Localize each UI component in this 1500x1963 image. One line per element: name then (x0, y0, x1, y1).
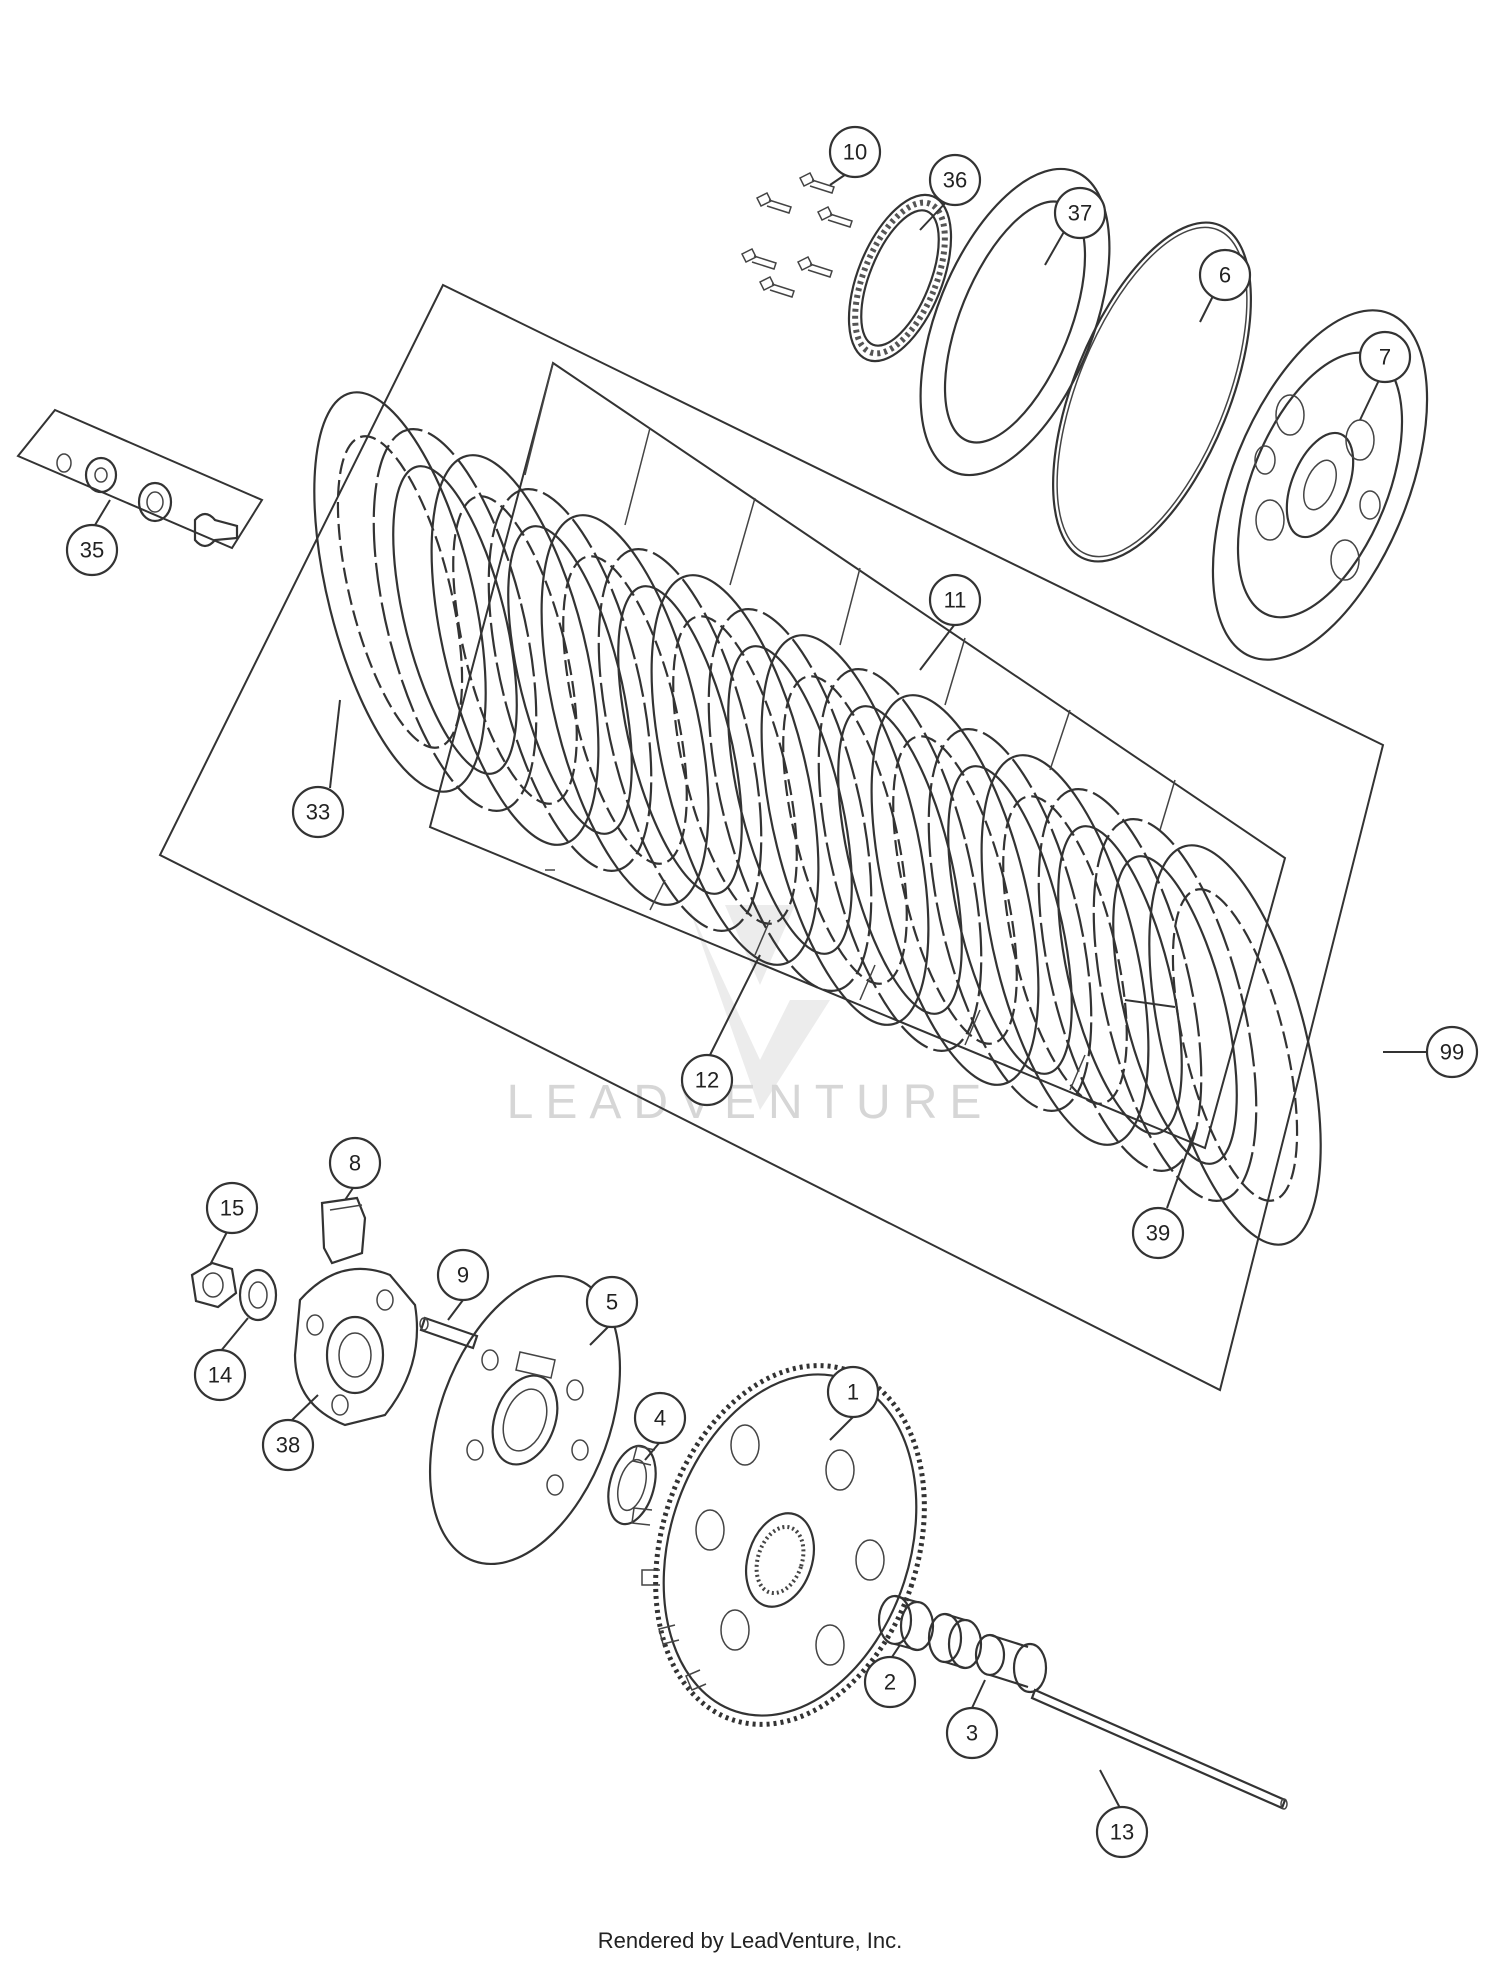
part-15-nut (190, 1261, 238, 1309)
callout-12: 12 (680, 1053, 734, 1107)
part-35-components (56, 453, 239, 548)
part-9-pin (419, 1316, 479, 1350)
callout-13: 13 (1095, 1805, 1149, 1859)
callout-6-label: 6 (1219, 263, 1231, 288)
callout-9-label: 9 (457, 1263, 469, 1288)
callout-37-label: 37 (1068, 201, 1092, 226)
watermark: LEADVENTURE (507, 905, 994, 1129)
callout-37: 37 (1053, 186, 1107, 240)
callout-11-label: 11 (944, 588, 967, 613)
callout-2-label: 2 (884, 1670, 896, 1695)
part-5-inner-hub (428, 1274, 622, 1566)
callout-5-label: 5 (606, 1290, 618, 1315)
callout-2: 2 (863, 1655, 917, 1709)
part-14-washer (238, 1268, 278, 1322)
callout-10-label: 10 (843, 140, 867, 165)
callout-8-label: 8 (349, 1151, 361, 1176)
part-7-pressure-plate (1211, 309, 1429, 661)
callout-3-label: 3 (966, 1721, 978, 1746)
part-36-bearing (847, 193, 953, 363)
callout-12-label: 12 (695, 1068, 719, 1093)
disc-set-frame (428, 361, 1287, 1150)
part-3-sleeve (974, 1633, 1048, 1694)
part-2-bushings (877, 1594, 983, 1670)
part-38-hub (293, 1267, 419, 1427)
callout-35: 35 (65, 523, 119, 577)
callout-99-label: 99 (1440, 1040, 1464, 1065)
callout-39-label: 39 (1146, 1221, 1170, 1246)
footer-credit: Rendered by LeadVenture, Inc. (597, 1928, 903, 1953)
part-8 (320, 1196, 367, 1265)
part-4-washer (607, 1444, 657, 1526)
callout-9: 9 (436, 1248, 490, 1302)
part-6-ring (1052, 221, 1252, 563)
callout-3: 3 (945, 1706, 999, 1760)
part-37-washer (919, 167, 1111, 477)
callout-14: 14 (193, 1348, 247, 1402)
callout-13-label: 13 (1110, 1820, 1134, 1845)
callout-7: 7 (1358, 330, 1412, 384)
part-10-bolts (740, 171, 853, 298)
clutch-disc-stack (313, 362, 1322, 1246)
callout-1: 1 (826, 1365, 880, 1419)
callout-10: 10 (828, 125, 882, 179)
callout-36-label: 36 (943, 168, 967, 193)
callout-7-label: 7 (1379, 345, 1391, 370)
callout-14-label: 14 (208, 1363, 232, 1388)
watermark-text: LEADVENTURE (507, 1076, 994, 1129)
callout-38-label: 38 (276, 1433, 300, 1458)
callout-11: 11 (928, 573, 982, 627)
part-1-clutch-basket (631, 1363, 927, 1727)
kit-frame-99 (158, 283, 1385, 1392)
callout-6: 6 (1198, 248, 1252, 302)
callout-1-label: 1 (847, 1380, 859, 1405)
callout-15-label: 15 (220, 1196, 244, 1221)
callout-15: 15 (205, 1181, 259, 1235)
callout-39: 39 (1131, 1206, 1185, 1260)
leader-lines (94, 167, 1381, 1809)
callout-5: 5 (585, 1275, 639, 1329)
callout-38: 38 (261, 1418, 315, 1472)
callout-33-label: 33 (306, 800, 330, 825)
callout-4-label: 4 (654, 1406, 666, 1431)
callout-36: 36 (928, 153, 982, 207)
callout-35-label: 35 (80, 538, 104, 563)
callout-33: 33 (291, 785, 345, 839)
part-35-kit-frame (16, 408, 264, 550)
callout-99: 99 (1383, 1025, 1479, 1079)
callout-8: 8 (328, 1136, 382, 1190)
part-13-rod (1030, 1688, 1288, 1810)
callout-4: 4 (633, 1391, 687, 1445)
